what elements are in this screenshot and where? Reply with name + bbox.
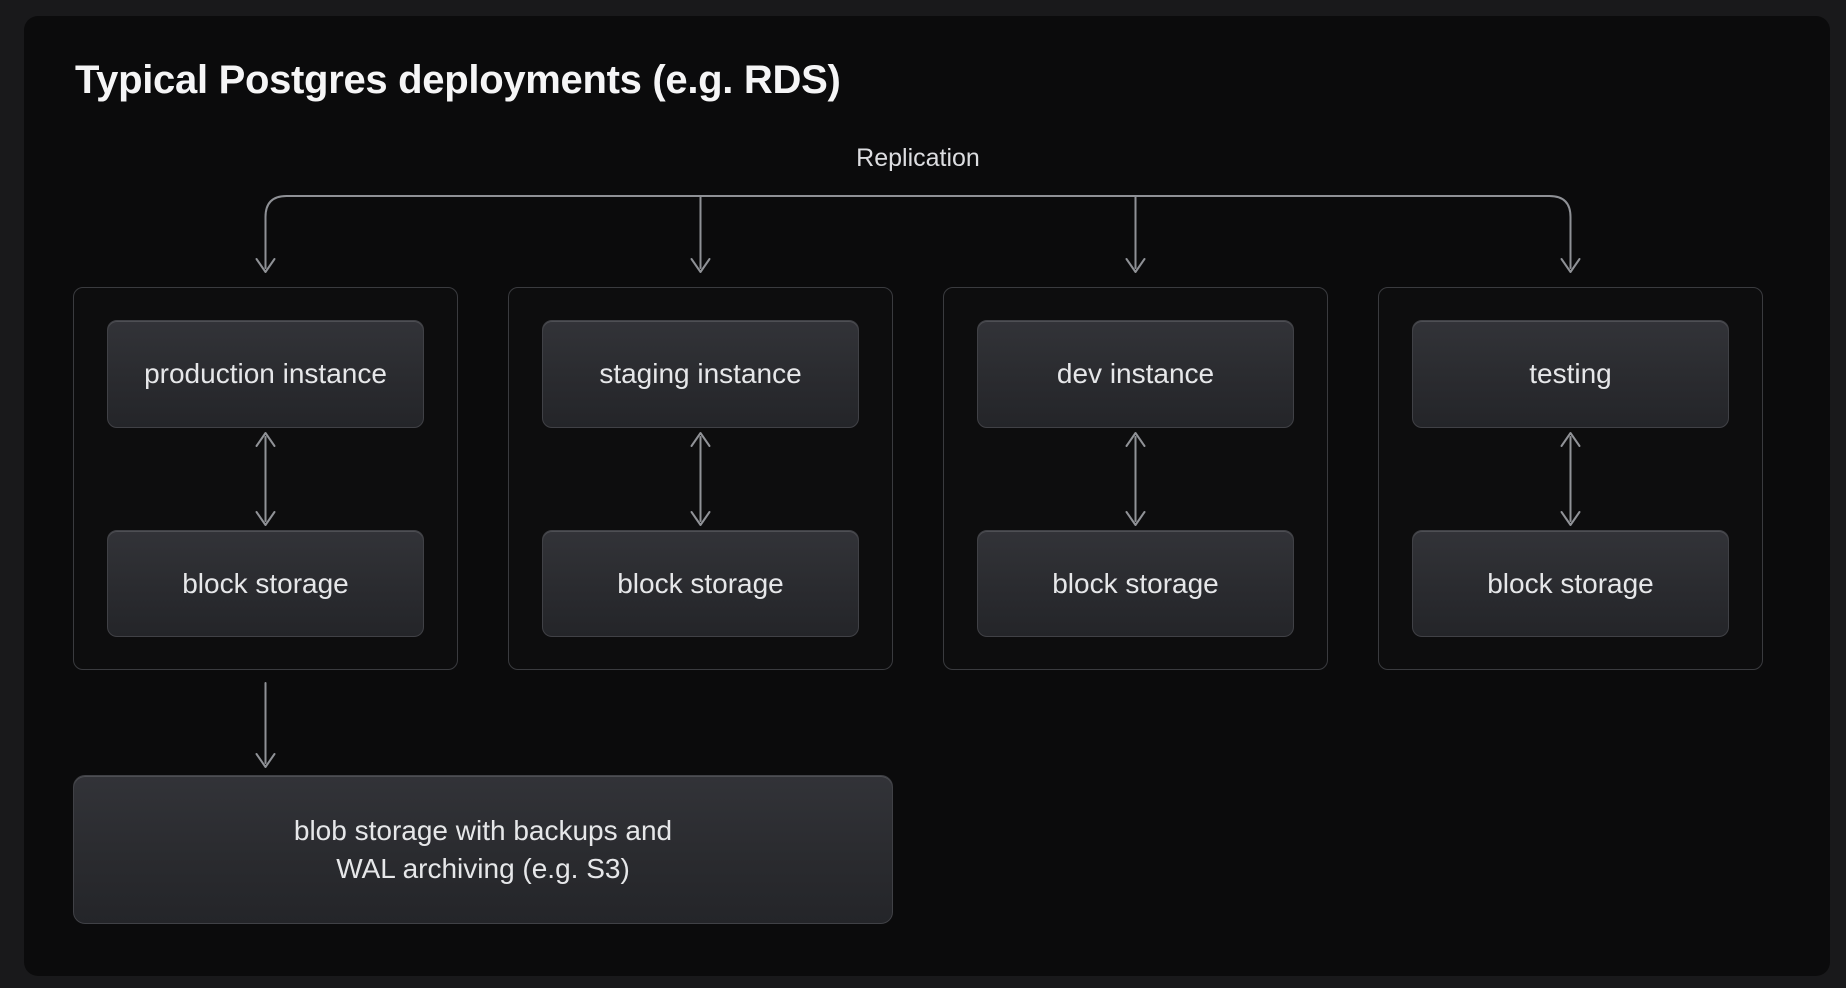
group-testing: testing block storage xyxy=(1378,287,1763,670)
node-testing-instance: testing xyxy=(1412,320,1729,428)
blob-storage-line2: WAL archiving (e.g. S3) xyxy=(336,852,630,884)
node-label: block storage xyxy=(617,567,784,599)
node-label: production instance xyxy=(144,358,387,389)
node-block-storage-1: block storage xyxy=(107,530,424,637)
group-staging: staging instance block storage xyxy=(508,287,893,670)
node-staging-instance: staging instance xyxy=(542,320,859,428)
node-label: block storage xyxy=(1487,567,1654,599)
node-label: staging instance xyxy=(599,358,802,389)
node-label: dev instance xyxy=(1056,358,1215,389)
node-label: testing xyxy=(1529,358,1612,389)
blob-storage-line1: blob storage with backups and xyxy=(293,814,673,846)
page-title: Typical Postgres deployments (e.g. RDS) xyxy=(75,58,841,102)
node-blob-storage: blob storage with backups and WAL archiv… xyxy=(73,775,893,924)
group-dev: dev instance block storage xyxy=(943,287,1328,670)
node-dev-instance: dev instance xyxy=(977,320,1294,428)
node-label: block storage xyxy=(1052,567,1219,599)
node-block-storage-3: block storage xyxy=(977,530,1294,637)
replication-label: Replication xyxy=(856,144,980,172)
node-label: block storage xyxy=(182,567,349,599)
group-production: production instance block storage xyxy=(73,287,458,670)
node-block-storage-2: block storage xyxy=(542,530,859,637)
node-block-storage-4: block storage xyxy=(1412,530,1729,637)
node-production-instance: production instance xyxy=(107,320,424,428)
